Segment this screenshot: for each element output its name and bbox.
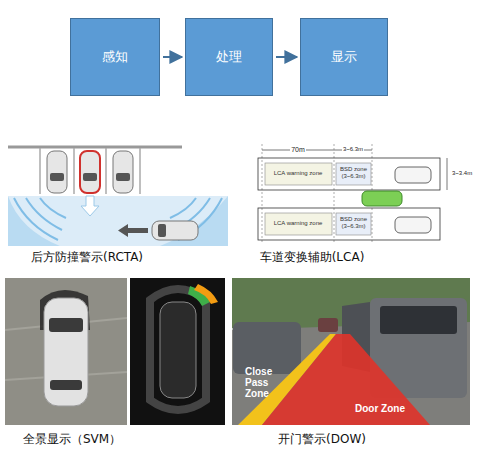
lane (258, 208, 440, 240)
box-label: 处理 (216, 48, 242, 66)
box-label: 显示 (331, 48, 357, 66)
dow-illustration (232, 278, 470, 425)
annotation: 70m (290, 146, 306, 154)
sky (232, 278, 470, 425)
sensor-segments (150, 289, 206, 410)
sensor-wave (170, 198, 196, 218)
parked-car (113, 151, 133, 193)
curb (8, 146, 182, 149)
display-panel (130, 278, 225, 425)
rcta-illustration (8, 147, 228, 246)
rear-window (380, 306, 457, 334)
car-outline (160, 302, 196, 398)
sensor-wave (40, 198, 66, 218)
passing-car (152, 221, 198, 240)
flow-arrow (276, 56, 297, 58)
annotation: 3~6.3m (342, 146, 364, 153)
annotation: 3~3.4m (452, 170, 470, 177)
car (395, 167, 431, 183)
dimension-line (447, 158, 448, 190)
lca-zone (265, 163, 332, 185)
lca-zone (265, 213, 332, 235)
process-box: 处理 (185, 18, 273, 96)
car (395, 217, 431, 233)
far-car (318, 318, 338, 332)
svm-illustration (5, 278, 225, 425)
sensor-wave (8, 196, 60, 246)
ground (5, 278, 127, 425)
annotation: BSD zone (3~6.3m) (337, 216, 370, 229)
annotation: LCA warning zone (274, 220, 323, 227)
caption: 全景显示（SVM） (23, 433, 121, 446)
box-label: 感知 (102, 48, 128, 66)
reverse-arrow (81, 196, 99, 216)
sensor-wave (14, 198, 58, 240)
motion-arrow (118, 224, 148, 237)
annotation: Door Zone (355, 403, 405, 414)
lane (258, 158, 440, 190)
annotation: Close Pass Zone (245, 366, 287, 399)
door-zone (262, 334, 430, 425)
annotation: BSD zone (3~6.3m) (337, 166, 370, 179)
caption: 后方防撞警示(RCTA) (31, 251, 143, 264)
parked-car (47, 151, 67, 193)
parked-car-highlighted (80, 151, 100, 193)
caption: 开门警示(DOW) (278, 433, 366, 446)
host-car (362, 191, 402, 206)
parking-lines (40, 148, 140, 194)
bsd-zone (336, 213, 371, 235)
caption: 车道变换辅助(LCA) (260, 251, 365, 264)
rear-window (50, 380, 82, 390)
bsd-zone (336, 163, 371, 185)
sensor-area (8, 196, 228, 246)
car-top-view (44, 298, 88, 406)
process-box: 感知 (70, 18, 160, 96)
dimension-ticks (262, 144, 372, 242)
flow-arrow (163, 56, 182, 58)
sensor-warning (194, 284, 218, 304)
annotation: LCA warning zone (274, 170, 323, 177)
windshield (49, 318, 83, 332)
lca-illustration (258, 144, 447, 242)
process-box: 显示 (300, 18, 388, 96)
